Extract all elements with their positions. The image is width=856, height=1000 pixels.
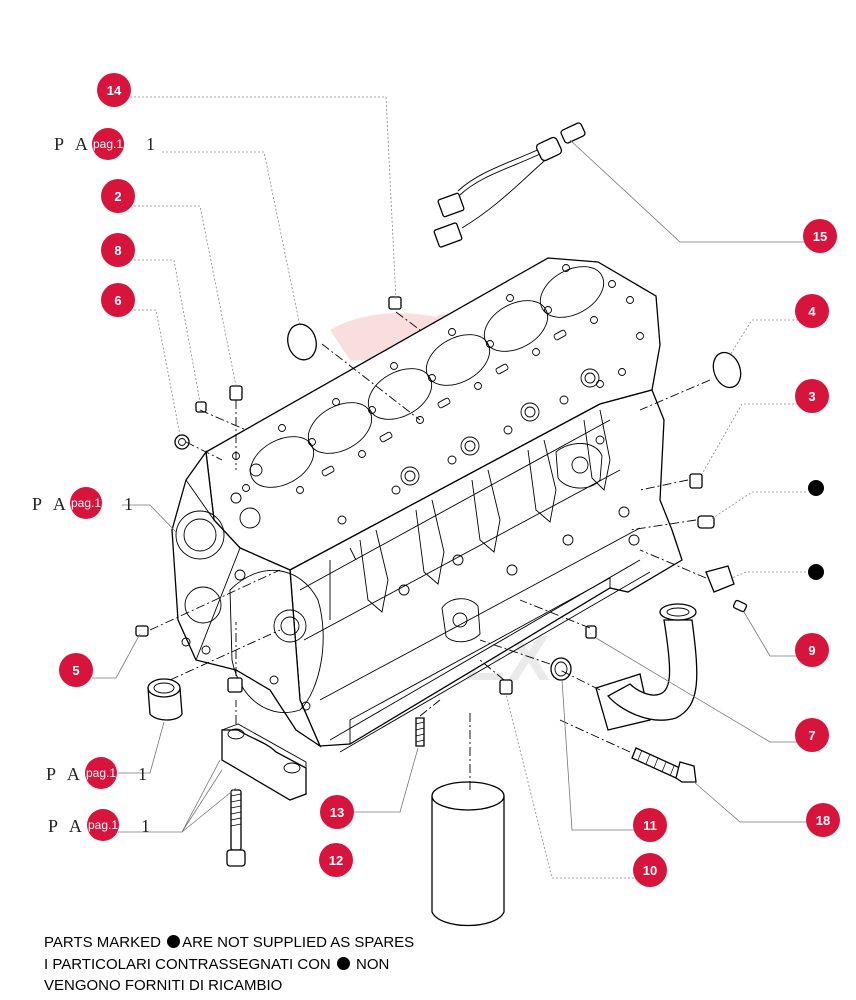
svg-text:5: 5 — [72, 663, 79, 678]
page-ref-r3: P A pag.1 1 — [46, 757, 151, 789]
svg-text:10: 10 — [643, 863, 657, 878]
explosion-axes — [149, 311, 711, 790]
page-ref-suffix: 1 — [124, 494, 137, 514]
svg-text:18: 18 — [816, 813, 830, 828]
footnote-line-2: I PARTICOLARI CONTRASSEGNATI CON NON — [44, 954, 389, 975]
nipple-part-7 — [585, 625, 597, 639]
svg-text:13: 13 — [330, 805, 344, 820]
svg-text:2: 2 — [114, 189, 121, 204]
engine-block — [171, 257, 683, 753]
dowel-bottom — [227, 677, 243, 693]
callout-10: 10 — [633, 853, 667, 887]
footnote-text: PARTS MARKED — [44, 934, 166, 951]
callout-3: 3 — [795, 379, 829, 413]
not-supplied-marker-2 — [808, 564, 824, 580]
oil-tube-part — [595, 603, 698, 731]
sensor-marked-2 — [705, 565, 735, 593]
leader-lines — [92, 96, 810, 879]
svg-text:15: 15 — [813, 229, 827, 244]
page-ref-r4: P A pag.1 1 — [48, 809, 154, 841]
callout-5: 5 — [59, 653, 93, 687]
page-ref-prefix: P A — [54, 134, 92, 154]
plug-part-8 — [195, 401, 207, 413]
page-ref-suffix: 1 — [141, 816, 154, 836]
page-ref-tag: pag.1 — [71, 496, 101, 510]
callout-6: 6 — [101, 283, 135, 317]
seal-ring-part-11 — [550, 657, 572, 681]
footnote-text: NON — [351, 956, 390, 973]
svg-text:8: 8 — [114, 243, 121, 258]
plug-part-14 — [388, 296, 402, 310]
page-ref-r2: P A pag.1 1 — [32, 487, 137, 519]
not-supplied-marker-1 — [808, 480, 824, 496]
plug-part-3 — [689, 473, 703, 489]
callout-7: 7 — [795, 718, 829, 752]
callout-2: 2 — [101, 179, 135, 213]
footnote-line-3: VENGONO FORNITI DI RICAMBIO — [44, 975, 282, 996]
cup-plug-left — [287, 323, 317, 361]
callout-13: 13 — [320, 795, 354, 829]
plug-part-10 — [499, 679, 513, 695]
plug-part-5 — [135, 625, 149, 637]
svg-text:14: 14 — [107, 83, 122, 98]
footnote-text: ARE NOT SUPPLIED AS SPARES — [182, 934, 415, 951]
page-ref-prefix: P A — [48, 816, 86, 836]
page-ref-r1: P A pag.1 1 — [54, 128, 159, 160]
callout-4: 4 — [795, 294, 829, 328]
svg-text:9: 9 — [808, 643, 815, 658]
cup-plug-part-4 — [712, 351, 742, 389]
page-ref-prefix: P A — [46, 764, 84, 784]
bushing-part — [147, 678, 183, 721]
bullet-icon — [336, 957, 350, 970]
bolt-part-18 — [631, 747, 697, 783]
block-ribs — [299, 409, 641, 744]
svg-text:3: 3 — [808, 389, 815, 404]
callout-14: 14 — [97, 73, 131, 107]
main-bearing-cap-part — [221, 723, 307, 801]
footnote-line-1: PARTS MARKED ARE NOT SUPPLIED AS SPARES — [44, 932, 414, 953]
callout-11: 11 — [633, 808, 667, 842]
page-ref-tag: pag.1 — [86, 766, 116, 780]
svg-text:12: 12 — [329, 853, 343, 868]
plug-marked-1 — [697, 515, 715, 529]
callout-15: 15 — [803, 219, 837, 253]
cap-bolt-part — [226, 789, 246, 867]
footnote-text: VENGONO FORNITI DI RICAMBIO — [44, 977, 283, 994]
page-ref-tag: pag.1 — [93, 137, 123, 151]
screw-part-9 — [732, 599, 748, 613]
callout-12: 12 — [319, 843, 353, 877]
svg-text:6: 6 — [114, 293, 121, 308]
deck-bolt-holes — [232, 264, 644, 494]
svg-text:7: 7 — [808, 728, 815, 743]
svg-text:4: 4 — [808, 304, 816, 319]
page-ref-tag: pag.1 — [88, 818, 118, 832]
bullet-icon — [167, 935, 181, 948]
footnote-text: I PARTICOLARI CONTRASSEGNATI CON — [44, 956, 335, 973]
callout-8: 8 — [101, 233, 135, 267]
page-ref-suffix: 1 — [146, 134, 159, 154]
page-ref-suffix: 1 — [138, 764, 151, 784]
svg-text:11: 11 — [643, 818, 657, 833]
oil-filter-part-12 — [431, 781, 505, 927]
page-ref-prefix: P A — [32, 494, 70, 514]
callout-18: 18 — [806, 803, 840, 837]
callout-9: 9 — [795, 633, 829, 667]
pin-part-13 — [415, 717, 425, 747]
ring-part-6 — [174, 434, 190, 450]
sensor-harness-part — [433, 122, 586, 248]
dowel-part-2 — [229, 385, 243, 401]
